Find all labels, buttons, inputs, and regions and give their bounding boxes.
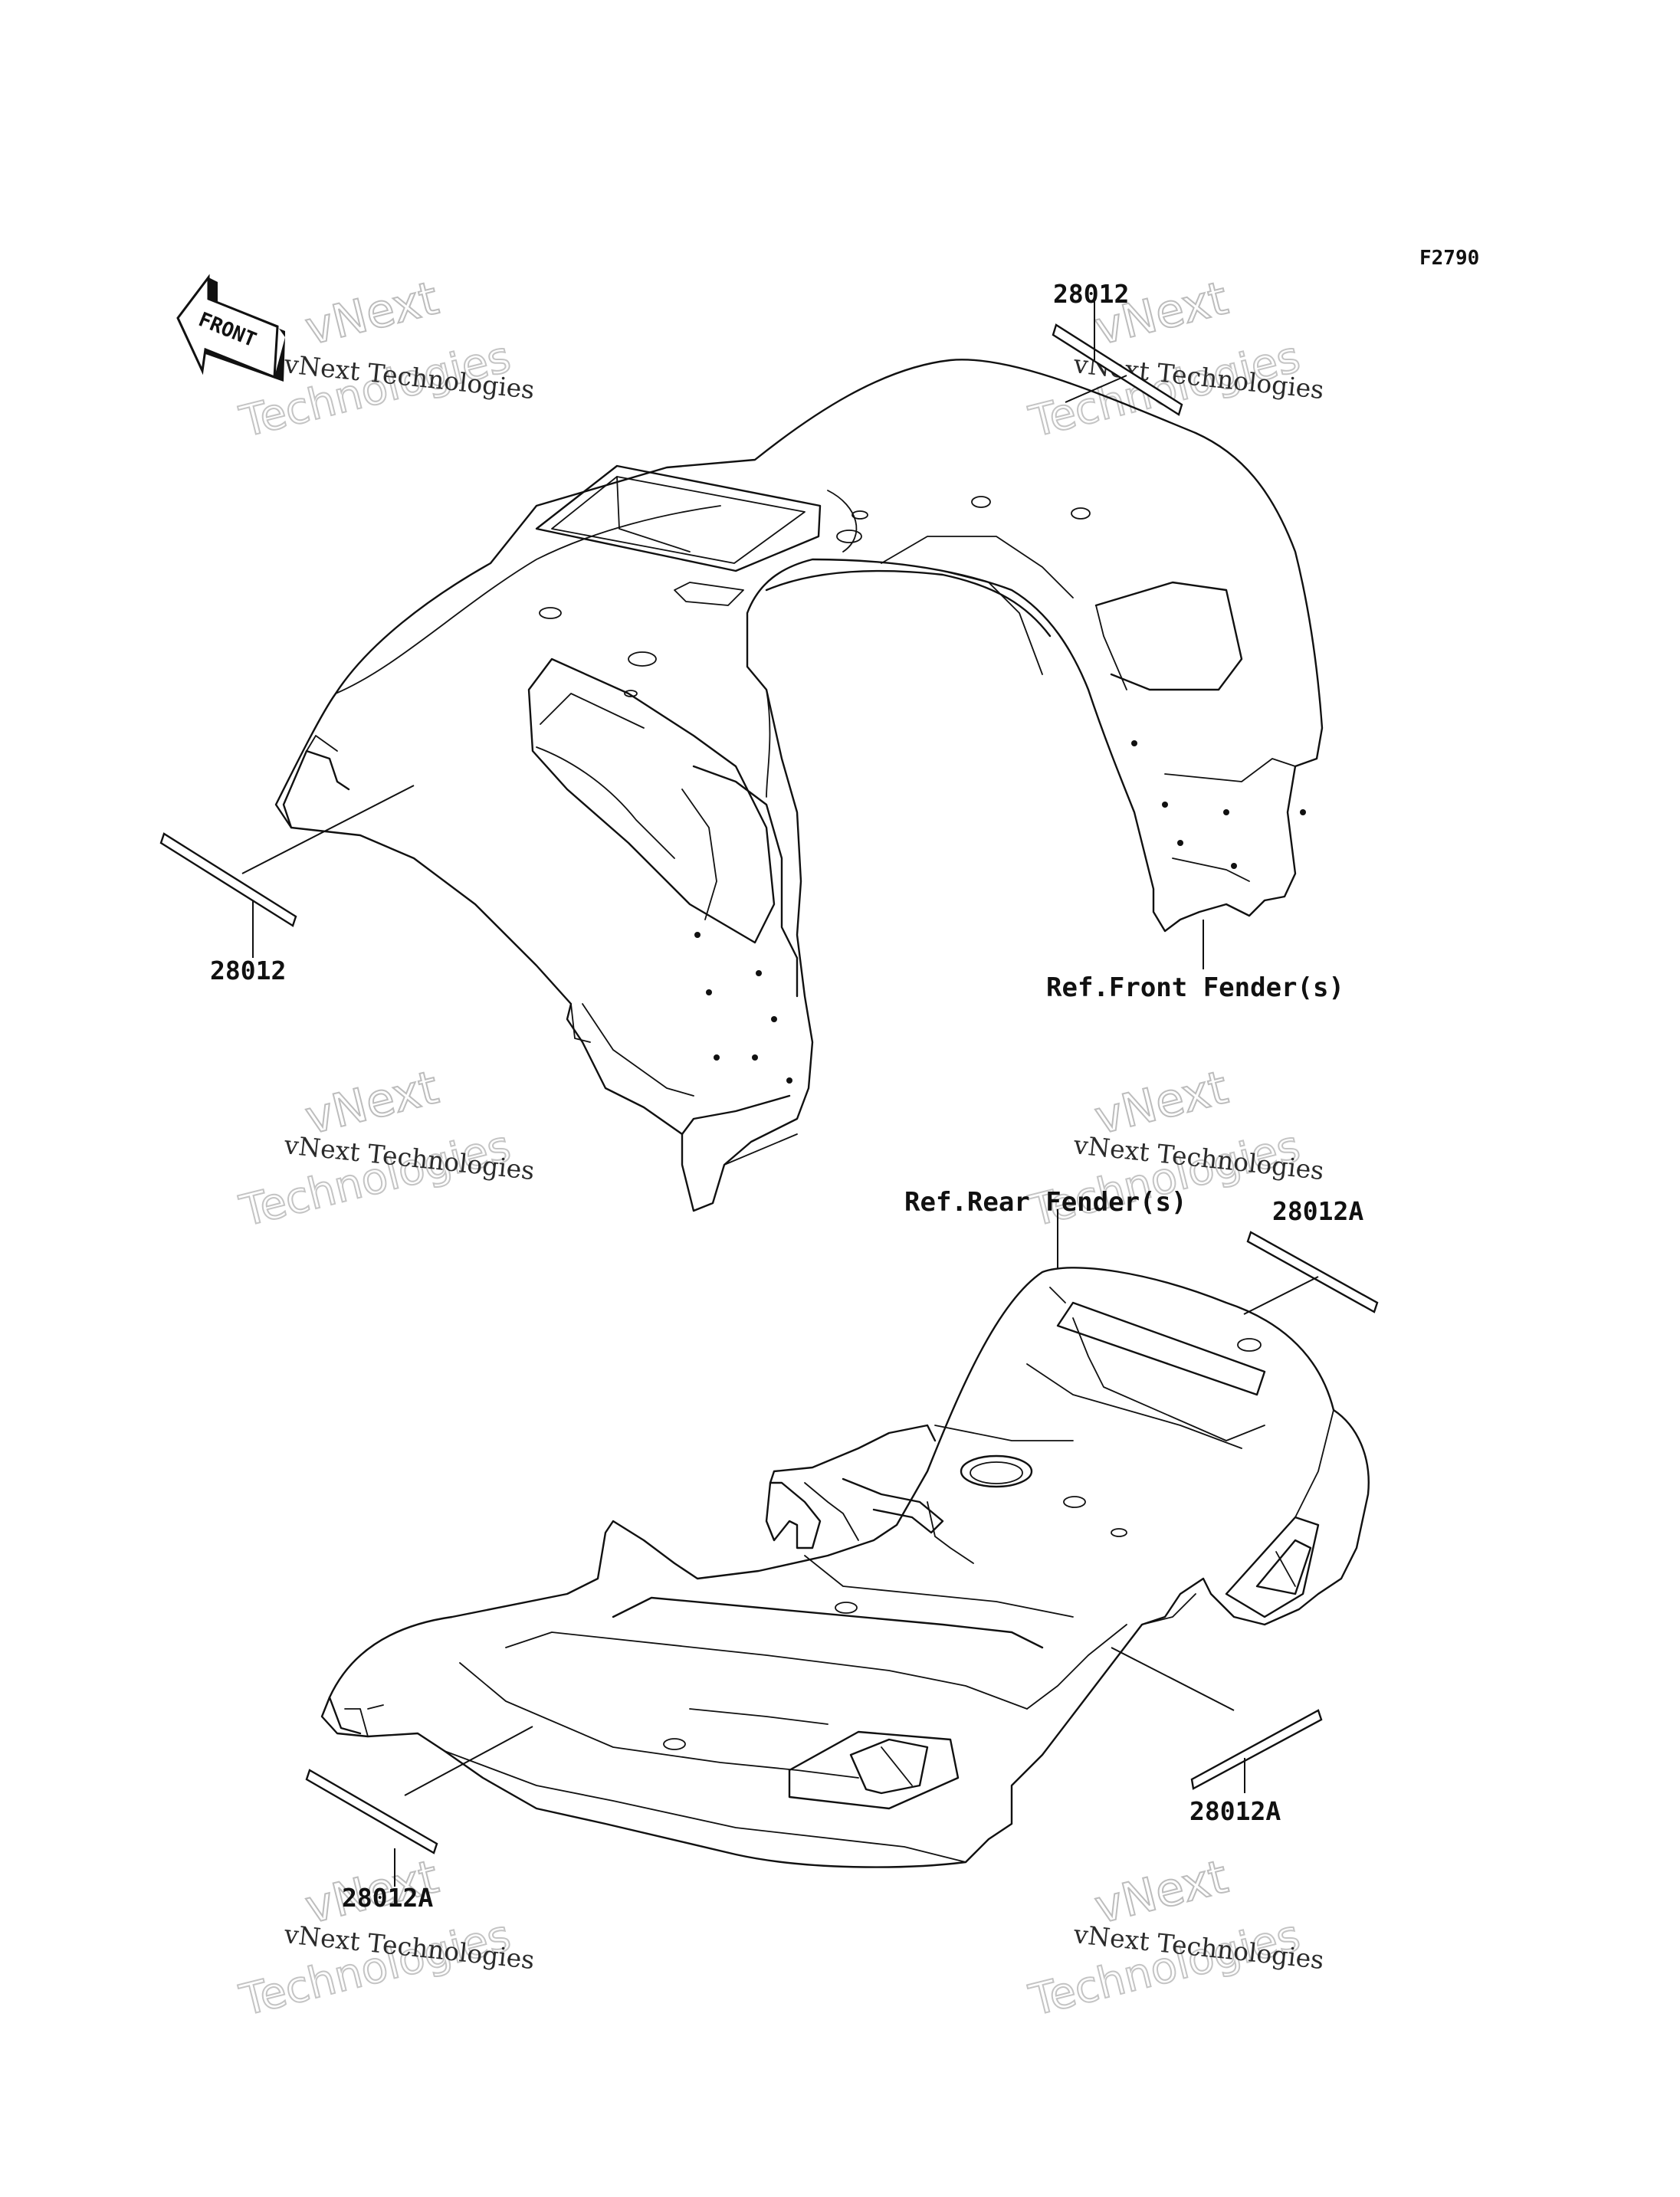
watermark-big-top: vNext <box>300 1061 444 1145</box>
front-top-decal: 28012 <box>1052 279 1183 416</box>
diagram-code: F2790 <box>1419 247 1479 270</box>
watermark-big-top: vNext <box>1090 1061 1233 1145</box>
front-side-decal-label: 28012 <box>210 956 286 985</box>
rear-left-decal-label: 28012A <box>342 1883 433 1913</box>
watermark-middle-left: vNext Technologies vNext Technologies <box>235 1060 536 1238</box>
watermark-bottom-left: vNext Technologies vNext Technologies <box>235 1849 536 2027</box>
watermark-bottom-right: vNext Technologies vNext Technologies <box>1024 1849 1326 2027</box>
front-fender-ref-label: Ref.Front Fender(s) <box>1046 972 1344 1003</box>
rear-top-decal: 28012A <box>1243 1196 1379 1315</box>
watermark-big-top: vNext <box>1090 1850 1233 1934</box>
rear-top-decal-label: 28012A <box>1272 1196 1363 1226</box>
front-fender <box>274 359 1324 1212</box>
front-side-decal: 28012 <box>159 785 415 985</box>
rear-right-decal-label: 28012A <box>1189 1796 1281 1826</box>
rear-right-decal: 28012A <box>1111 1647 1323 1826</box>
rear-fender <box>320 1267 1370 1868</box>
front-arrow-icon: FRONT <box>176 274 285 382</box>
rear-left-decal: 28012A <box>305 1726 533 1913</box>
rear-fender-ref-label: Ref.Rear Fender(s) <box>904 1187 1186 1218</box>
front-top-decal-label: 28012 <box>1053 279 1129 309</box>
watermark-big-top: vNext <box>300 271 444 356</box>
